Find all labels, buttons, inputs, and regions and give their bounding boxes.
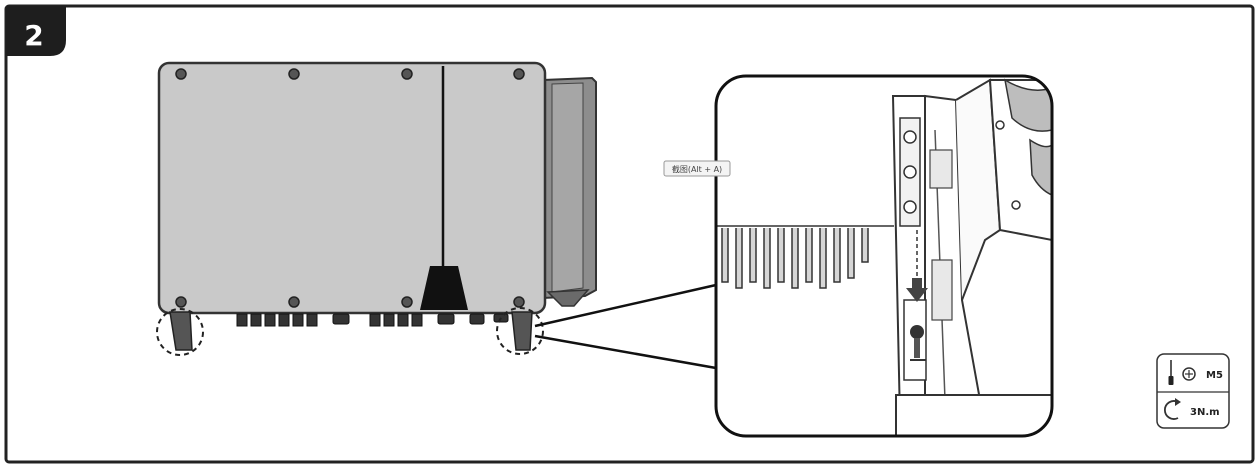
bracket-screws (903, 130, 917, 214)
arrow-down-icon (906, 278, 928, 302)
zoom-detail-panel (714, 74, 1054, 438)
step-number: 2 (24, 19, 43, 52)
zoom-detail-border (714, 74, 1054, 438)
screwdriver-icon (1168, 360, 1174, 385)
highlight-circle-left (156, 308, 204, 356)
detail-heatsink-fins (721, 228, 869, 289)
foot-mounting-screw (903, 299, 927, 381)
tooltip: 截图(Alt + A) (663, 160, 731, 177)
spec-box: M5 3N.m (1156, 353, 1230, 429)
inverter-handle (420, 266, 468, 310)
right-mounting-foot (511, 311, 533, 351)
step-badge (6, 6, 66, 56)
detail-cable-glands (1003, 78, 1052, 197)
highlight-circle-right (496, 307, 544, 355)
screw-head-icon (1182, 367, 1196, 381)
bottom-connectors (236, 313, 509, 327)
tooltip-text: 截图(Alt + A) (672, 164, 722, 174)
torque-label: 3N.m (1190, 407, 1220, 418)
screw-size-label: M5 (1206, 370, 1223, 381)
callout-leader-lines (534, 283, 717, 370)
inverter (156, 61, 597, 356)
left-mounting-foot (169, 311, 193, 351)
rotate-clockwise-icon (1164, 398, 1181, 420)
inverter-enclosure (157, 61, 547, 315)
inverter-bottom-foot (546, 289, 590, 307)
